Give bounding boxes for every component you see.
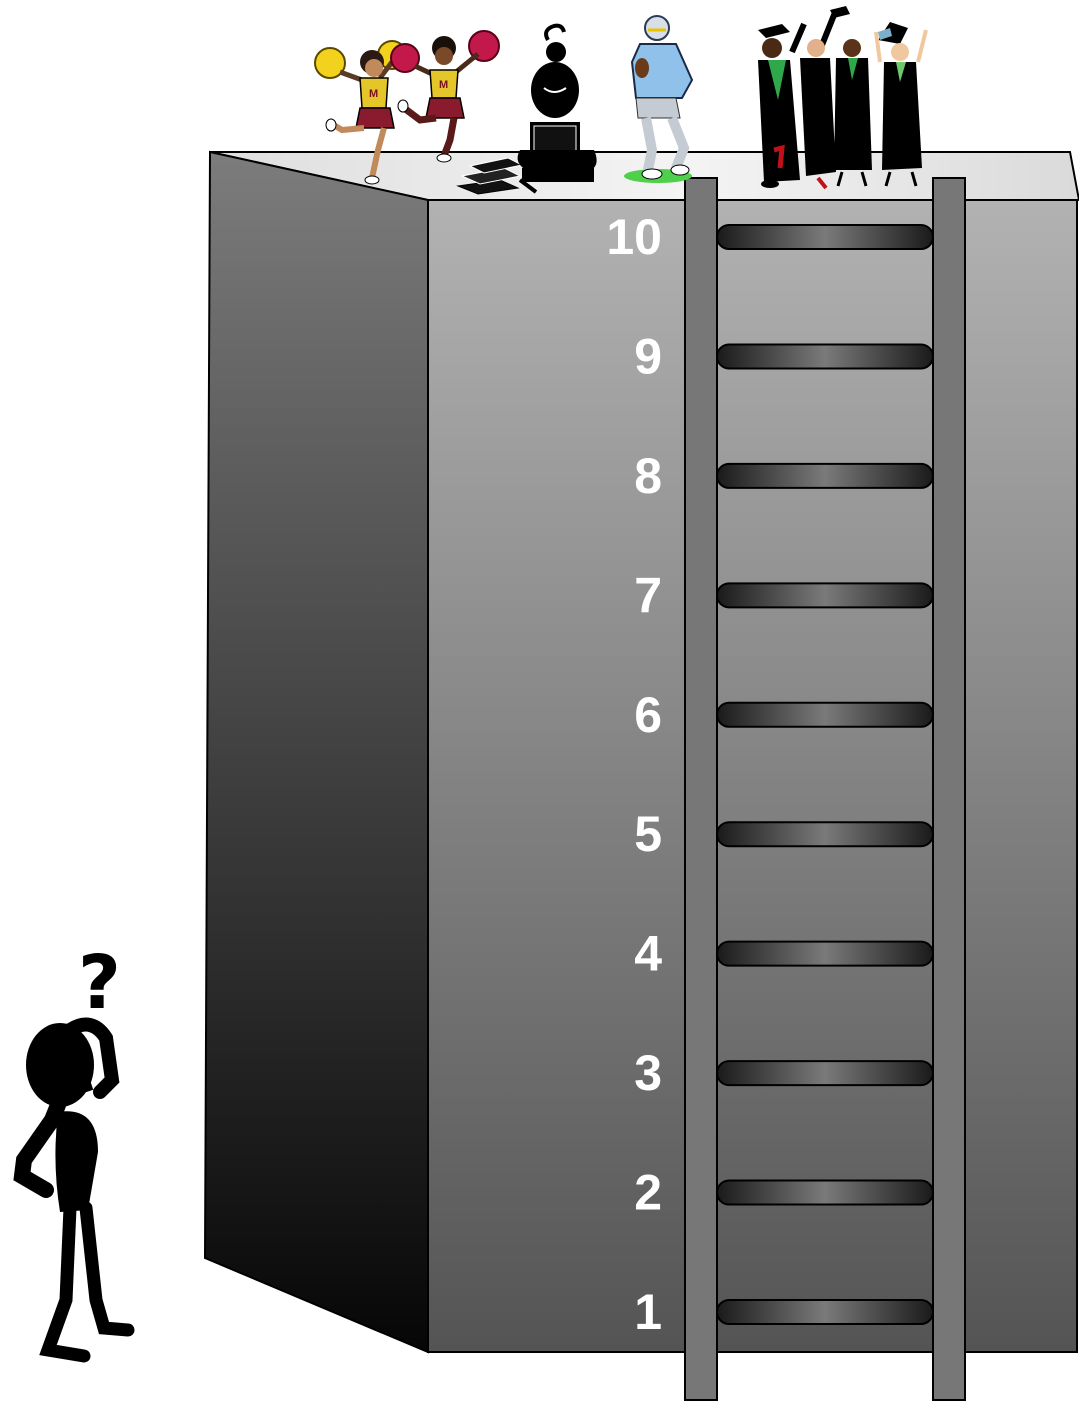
rung-label-5: 5 [634, 806, 662, 862]
ladder-rung-5 [717, 822, 933, 846]
jersey-letter: M [369, 88, 378, 100]
ladder-rung-10 [717, 225, 933, 249]
ladder-right-rail [933, 178, 965, 1400]
rung-label-8: 8 [634, 448, 662, 504]
rung-label-6: 6 [634, 687, 662, 743]
box-front-face [428, 200, 1077, 1352]
ladder-rung-7 [717, 583, 933, 607]
ladder-rung-8 [717, 464, 933, 488]
thinking-person-icon: ? [22, 940, 128, 1356]
ladder-rung-3 [717, 1061, 933, 1085]
ladder-left-rail [685, 178, 717, 1400]
rung-label-2: 2 [634, 1165, 662, 1221]
question-mark: ? [78, 940, 121, 1026]
rung-label-4: 4 [634, 926, 662, 982]
graduate-4 [876, 22, 926, 186]
rung-label-9: 9 [634, 328, 662, 384]
ladder-rung-2 [717, 1181, 933, 1205]
ladder-rung-1 [717, 1300, 933, 1324]
rung-label-3: 3 [634, 1045, 662, 1101]
ladder-rung-4 [717, 942, 933, 966]
jersey-letter: M [439, 79, 448, 91]
ladder-rung-6 [717, 703, 933, 727]
graduates-icon [758, 6, 926, 188]
graduate-3 [834, 39, 872, 186]
student-at-computer-icon [518, 26, 597, 192]
box-left-face [205, 152, 428, 1352]
ladder-rung-9 [717, 344, 933, 368]
rung-label-1: 1 [634, 1284, 662, 1340]
rung-label-10: 10 [606, 209, 662, 265]
rung-label-7: 7 [634, 567, 662, 623]
cheerleader-right: M [391, 31, 499, 162]
